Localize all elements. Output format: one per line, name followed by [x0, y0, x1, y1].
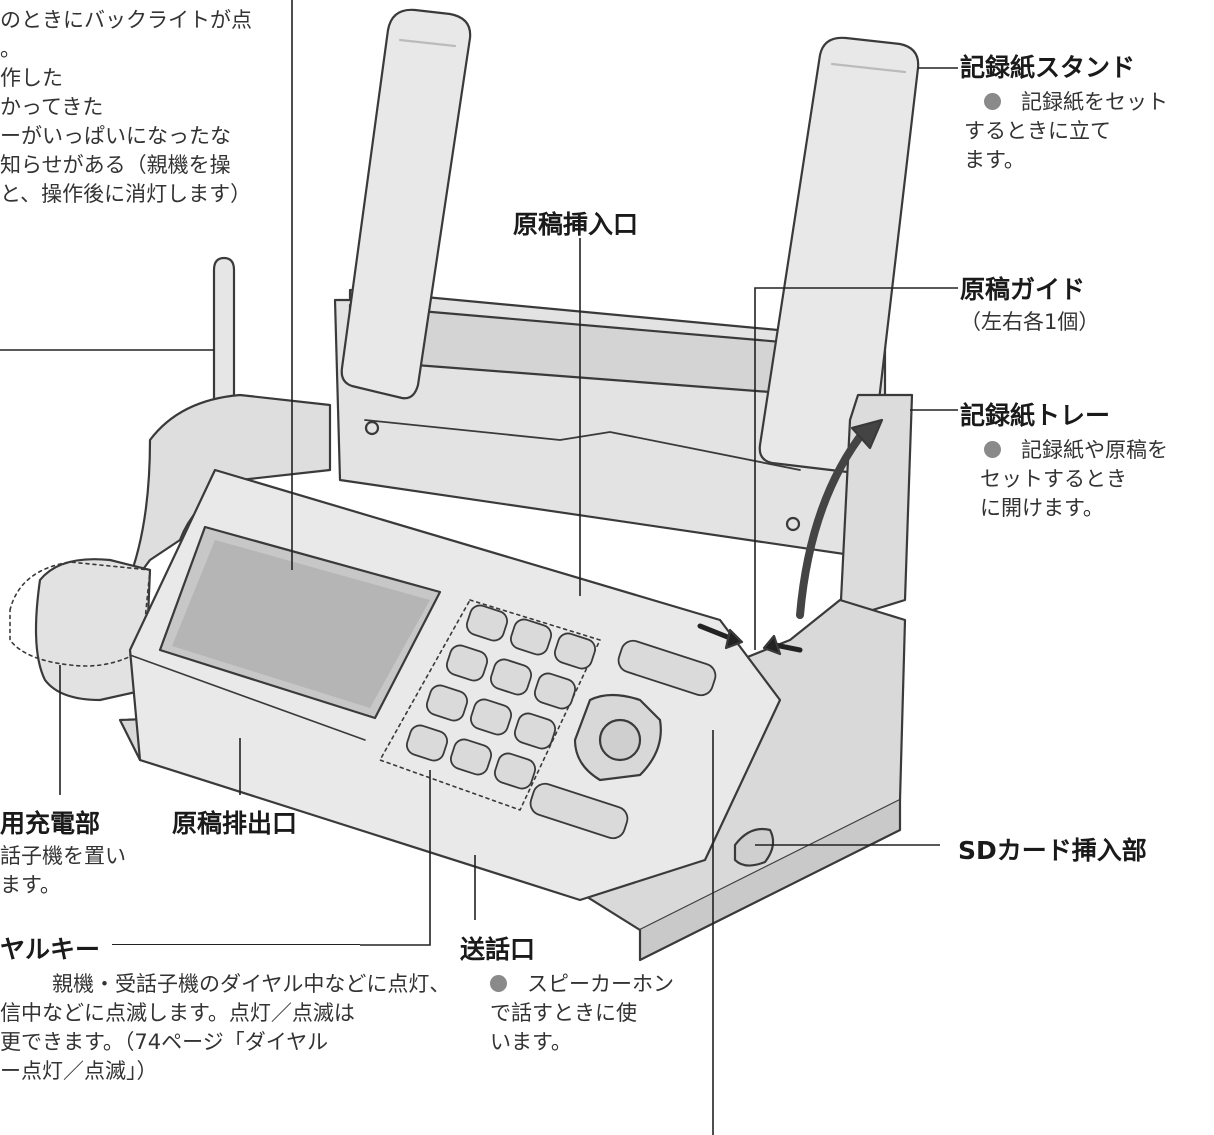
dial-keys-leader — [112, 944, 360, 945]
dial-keys-desc-line: 信中などに点滅します。点灯／点滅は — [0, 1001, 355, 1025]
backlight-line: 作した — [0, 66, 63, 90]
microphone-title: 送話口 — [460, 935, 536, 964]
paper-stand-desc-line: 記録紙をセット — [960, 88, 1168, 117]
document-guide-label: 原稿ガイド （左右各1個） — [960, 270, 1099, 337]
microphone-desc-line: で話すときに使 — [490, 1001, 637, 1025]
bullet-icon — [984, 441, 1001, 458]
backlight-line: と、操作後に消灯します） — [0, 182, 252, 206]
dial-keys-desc-line: 更できます。（74ページ「ダイヤル — [0, 1030, 329, 1054]
bullet-icon — [984, 93, 1001, 110]
microphone-desc-line: スピーカーホン — [490, 970, 674, 999]
microphone-label: 送話口 スピーカーホン で話すときに使 います。 — [460, 930, 674, 1057]
microphone-desc-line: います。 — [490, 1030, 572, 1054]
charger-label: 用充電部 話子機を置い ます。 — [0, 804, 126, 900]
dial-keys-desc-line: 親機・受話子機のダイヤル中などに点灯、 — [52, 972, 451, 996]
paper-stand-desc-line: ます。 — [964, 148, 1025, 172]
paper-tray-title: 記録紙トレー — [960, 401, 1111, 430]
dial-keys-desc-line: ー点灯／点滅」） — [0, 1059, 158, 1083]
backlight-line: ーがいっぱいになったな — [0, 124, 231, 148]
backlight-line: 知らせがある（親機を操 — [0, 153, 231, 177]
document-outlet-label: 原稿排出口 — [172, 809, 298, 838]
document-guide-title: 原稿ガイド — [960, 275, 1086, 304]
paper-tray-desc-line: 記録紙や原稿を — [960, 436, 1168, 465]
backlight-line: 。 — [0, 37, 21, 61]
charger-desc-line: ます。 — [0, 873, 61, 897]
paper-stand-desc-line: するときに立て — [964, 119, 1111, 143]
document-inlet-label: 原稿挿入口 — [513, 210, 639, 239]
backlight-description: のときにバックライトが点 。 作した かってきた ーがいっぱいになったな 知らせ… — [0, 6, 252, 209]
dial-keys-label: ヤルキー 親機・受話子機のダイヤル中などに点灯、 信中などに点滅します。点灯／点… — [0, 930, 450, 1086]
dial-keys-title: ヤルキー — [0, 935, 101, 964]
charger-desc-line: 話子機を置い — [0, 844, 126, 868]
paper-stand-title: 記録紙スタンド — [960, 53, 1136, 82]
sd-card-slot-label: SDカード挿入部 — [958, 836, 1147, 865]
backlight-line: のときにバックライトが点 — [0, 8, 252, 32]
document-guide-desc: （左右各1個） — [960, 310, 1100, 334]
bullet-icon — [490, 975, 507, 992]
charger-title: 用充電部 — [0, 809, 101, 838]
paper-tray-label: 記録紙トレー 記録紙や原稿を セットするとき に開けます。 — [960, 396, 1168, 523]
paper-tray-desc-line: に開けます。 — [980, 496, 1104, 520]
backlight-line: かってきた — [0, 95, 104, 119]
paper-stand-label: 記録紙スタンド 記録紙をセット するときに立て ます。 — [960, 48, 1168, 175]
paper-tray-desc-line: セットするとき — [980, 467, 1127, 491]
